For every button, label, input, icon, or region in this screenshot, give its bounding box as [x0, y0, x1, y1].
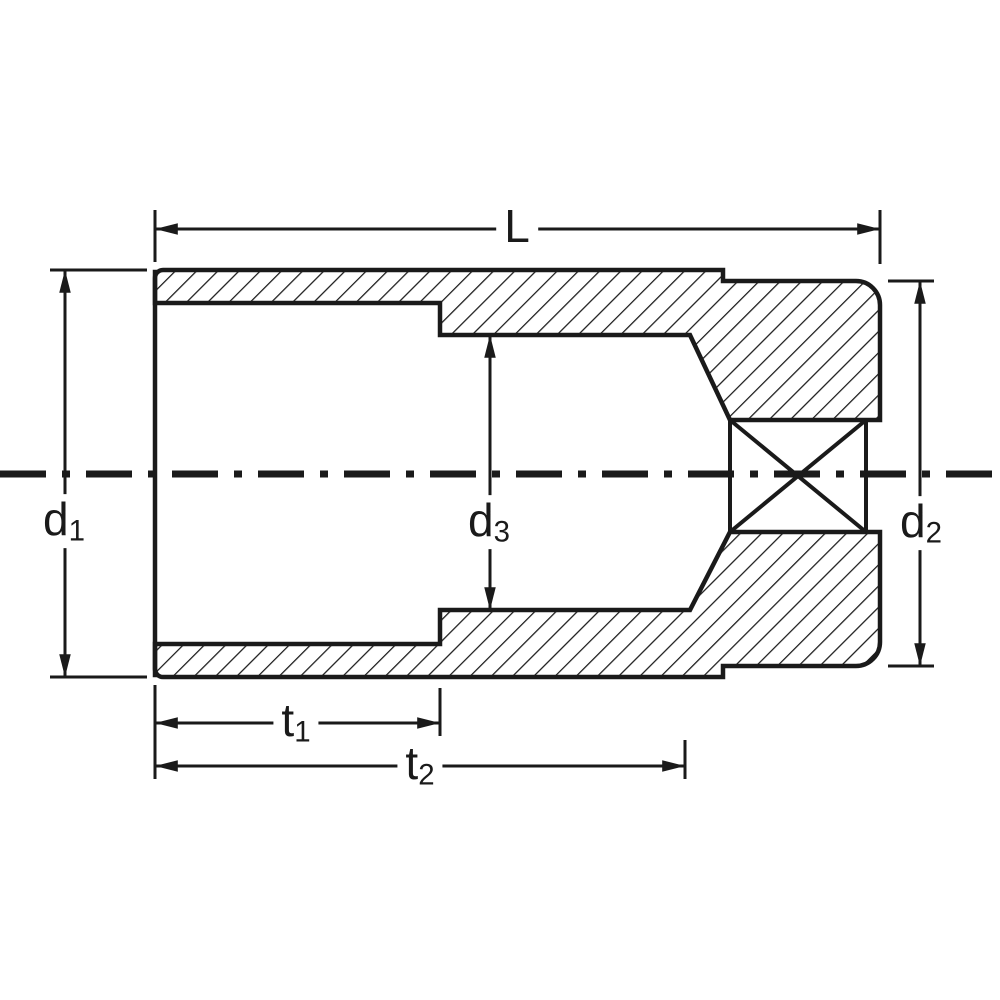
dim-label-t2-text: t — [405, 737, 419, 790]
dim-label-d2: d2 — [892, 496, 950, 550]
dim-label-t1: t1 — [273, 694, 319, 749]
dim-label-d2-text: d — [900, 495, 926, 548]
dim-label-d1-text: d — [43, 493, 69, 546]
lower-wall-hatched-section — [152, 529, 883, 680]
dimension-d1 — [50, 268, 147, 679]
dim-label-d2-subscript: 2 — [925, 516, 942, 550]
upper-wall-hatched-section — [152, 267, 883, 423]
dim-label-d1-subscript: 1 — [68, 514, 85, 548]
dim-label-d3-subscript: 3 — [493, 515, 510, 549]
dimension-d2 — [888, 279, 934, 668]
dim-label-t1-subscript: 1 — [294, 715, 311, 749]
dim-label-t1-text: t — [281, 694, 295, 747]
dim-label-length-text: L — [504, 200, 530, 253]
dim-label-t2: t2 — [397, 737, 443, 792]
dim-label-d3: d3 — [460, 495, 518, 549]
dim-label-length: L — [496, 201, 538, 255]
dim-label-t2-subscript: 2 — [418, 758, 435, 792]
dim-label-d3-text: d — [468, 494, 494, 547]
dim-label-d1: d1 — [35, 494, 93, 548]
